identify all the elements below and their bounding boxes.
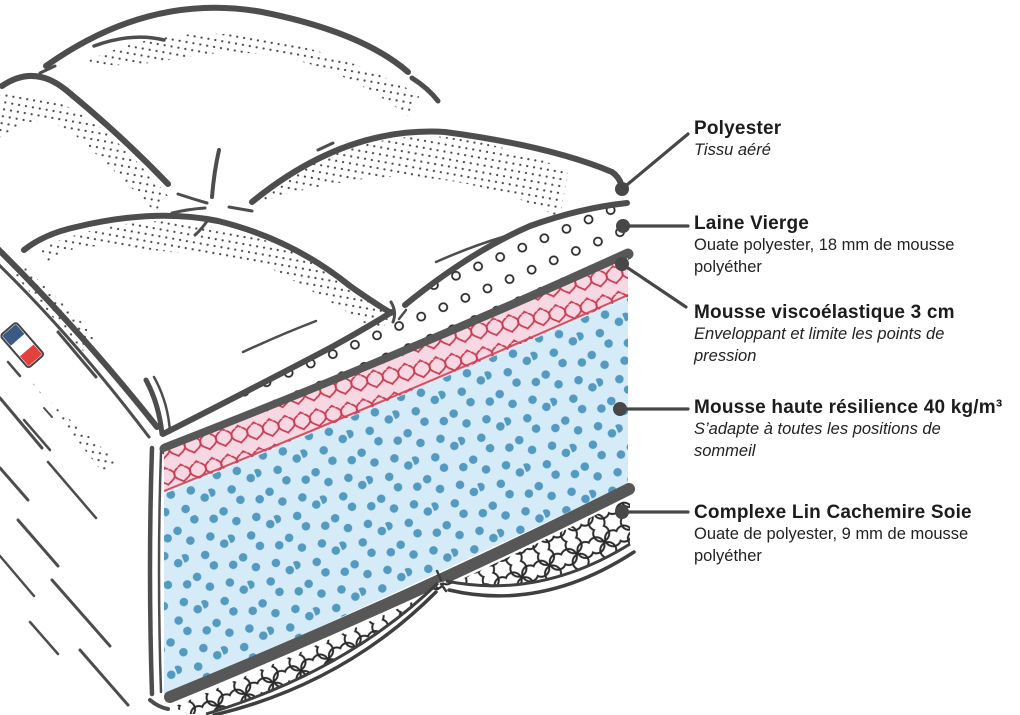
label-complexe-lin-cachemire-soie: Complexe Lin Cachemire Soie Ouate de pol…	[694, 501, 1020, 567]
label-subtitle: Ouate polyester, 18 mm de mousse polyéth…	[694, 236, 955, 276]
label-subtitle: Ouate de polyester, 9 mm de mousse polyé…	[694, 525, 969, 565]
layer-viscoelastic-band	[163, 258, 629, 493]
label-mousse-haute-resilience: Mousse haute résilience 40 kg/m³ S’adapt…	[694, 396, 1020, 462]
leader-line-haute-resilience	[613, 402, 690, 416]
label-title: Mousse haute résilience 40 kg/m³	[694, 397, 1003, 418]
label-subtitle: S’adapte à toutes les positions de somme…	[694, 420, 941, 460]
quilted-top	[0, 4, 630, 437]
side-panel	[0, 246, 172, 711]
label-title: Complexe Lin Cachemire Soie	[694, 502, 972, 523]
label-title: Mousse viscoélastique 3 cm	[694, 302, 955, 323]
label-subtitle: Tissu aéré	[694, 141, 771, 159]
label-laine-vierge: Laine Vierge Ouate polyester, 18 mm de m…	[694, 212, 1020, 278]
label-title: Laine Vierge	[694, 213, 810, 234]
layer-high-resilience-band	[164, 298, 628, 695]
separator-bar-top	[159, 248, 634, 455]
layer-complexe-band	[173, 498, 636, 715]
label-polyester: Polyester Tissu aéré	[694, 117, 1020, 162]
label-title: Polyester	[694, 118, 782, 139]
label-mousse-viscoelastique: Mousse viscoélastique 3 cm Enveloppant e…	[694, 301, 1020, 367]
leader-line-laine-vierge	[616, 219, 690, 233]
separator-bar-bottom	[164, 483, 635, 703]
label-subtitle: Enveloppant et limite les points de pres…	[694, 325, 945, 365]
leader-line-complexe	[615, 505, 690, 519]
layer-laine-vierge-band	[162, 204, 628, 448]
leader-line-polyester	[615, 132, 690, 196]
france-flag-tag	[0, 322, 44, 368]
leader-line-viscoelastique	[615, 257, 688, 309]
